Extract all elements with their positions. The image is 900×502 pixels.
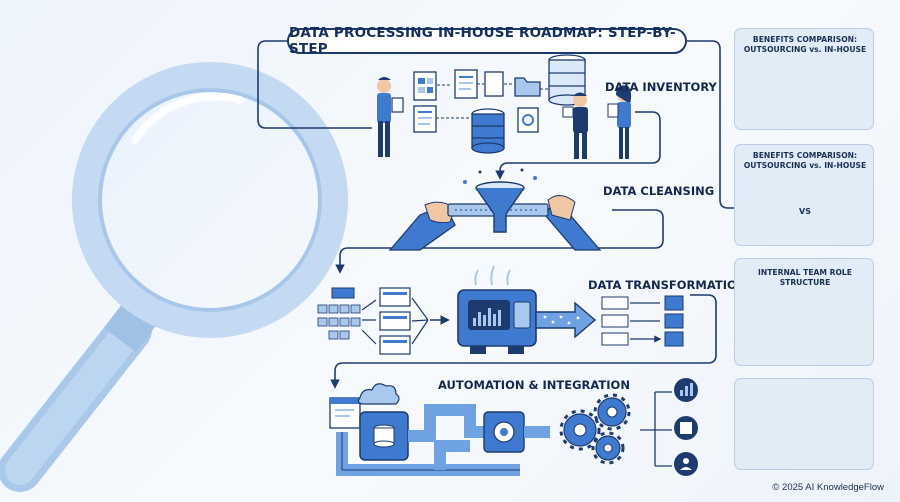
inventory-illustration [377, 54, 632, 159]
panel-1-title-line-1: BENEFITS COMPARISON: [752, 35, 858, 44]
step-label-data-cleansing: DATA CLEANSING [603, 184, 715, 198]
panel-3-title: INTERNAL TEAM ROLE STRUCTURE [758, 268, 852, 287]
step-label-data-transformation: DATA TRANSFORMATION [588, 278, 747, 292]
step-label-automation-integration: AUTOMATION & INTEGRATION [438, 378, 630, 392]
panel-team-structure: INTERNAL TEAM ROLE STRUCTURE [734, 258, 874, 366]
vs-label: VS [799, 207, 811, 216]
cleansing-illustration [388, 168, 602, 251]
panel-1-title-line-2: OUTSOURCING vs. IN-HOUSE [743, 45, 867, 54]
panel-2-title-line-1: BENEFITS COMPARISON: [752, 151, 858, 160]
automation-illustration [329, 378, 698, 476]
flow-connectors [257, 40, 736, 389]
copyright-text: © 2025 AI KnowledgeFlow [772, 482, 884, 493]
panel-benefits-bars: BENEFITS COMPARISON: OUTSOURCING vs. IN-… [734, 28, 874, 130]
transformation-illustration [317, 265, 684, 355]
panel-benefits-checklists: BENEFITS COMPARISON: OUTSOURCING vs. IN-… [734, 144, 874, 246]
panel-hierarchy [734, 378, 874, 470]
magnifier-icon [0, 62, 348, 492]
step-label-data-inventory: DATA INVENTORY [605, 80, 717, 94]
panel-2-title-line-2: OUTSOURCING vs. IN-HOUSE [743, 161, 867, 170]
page-title: DATA PROCESSING IN-HOUSE ROADMAP: STEP-B… [287, 25, 687, 57]
